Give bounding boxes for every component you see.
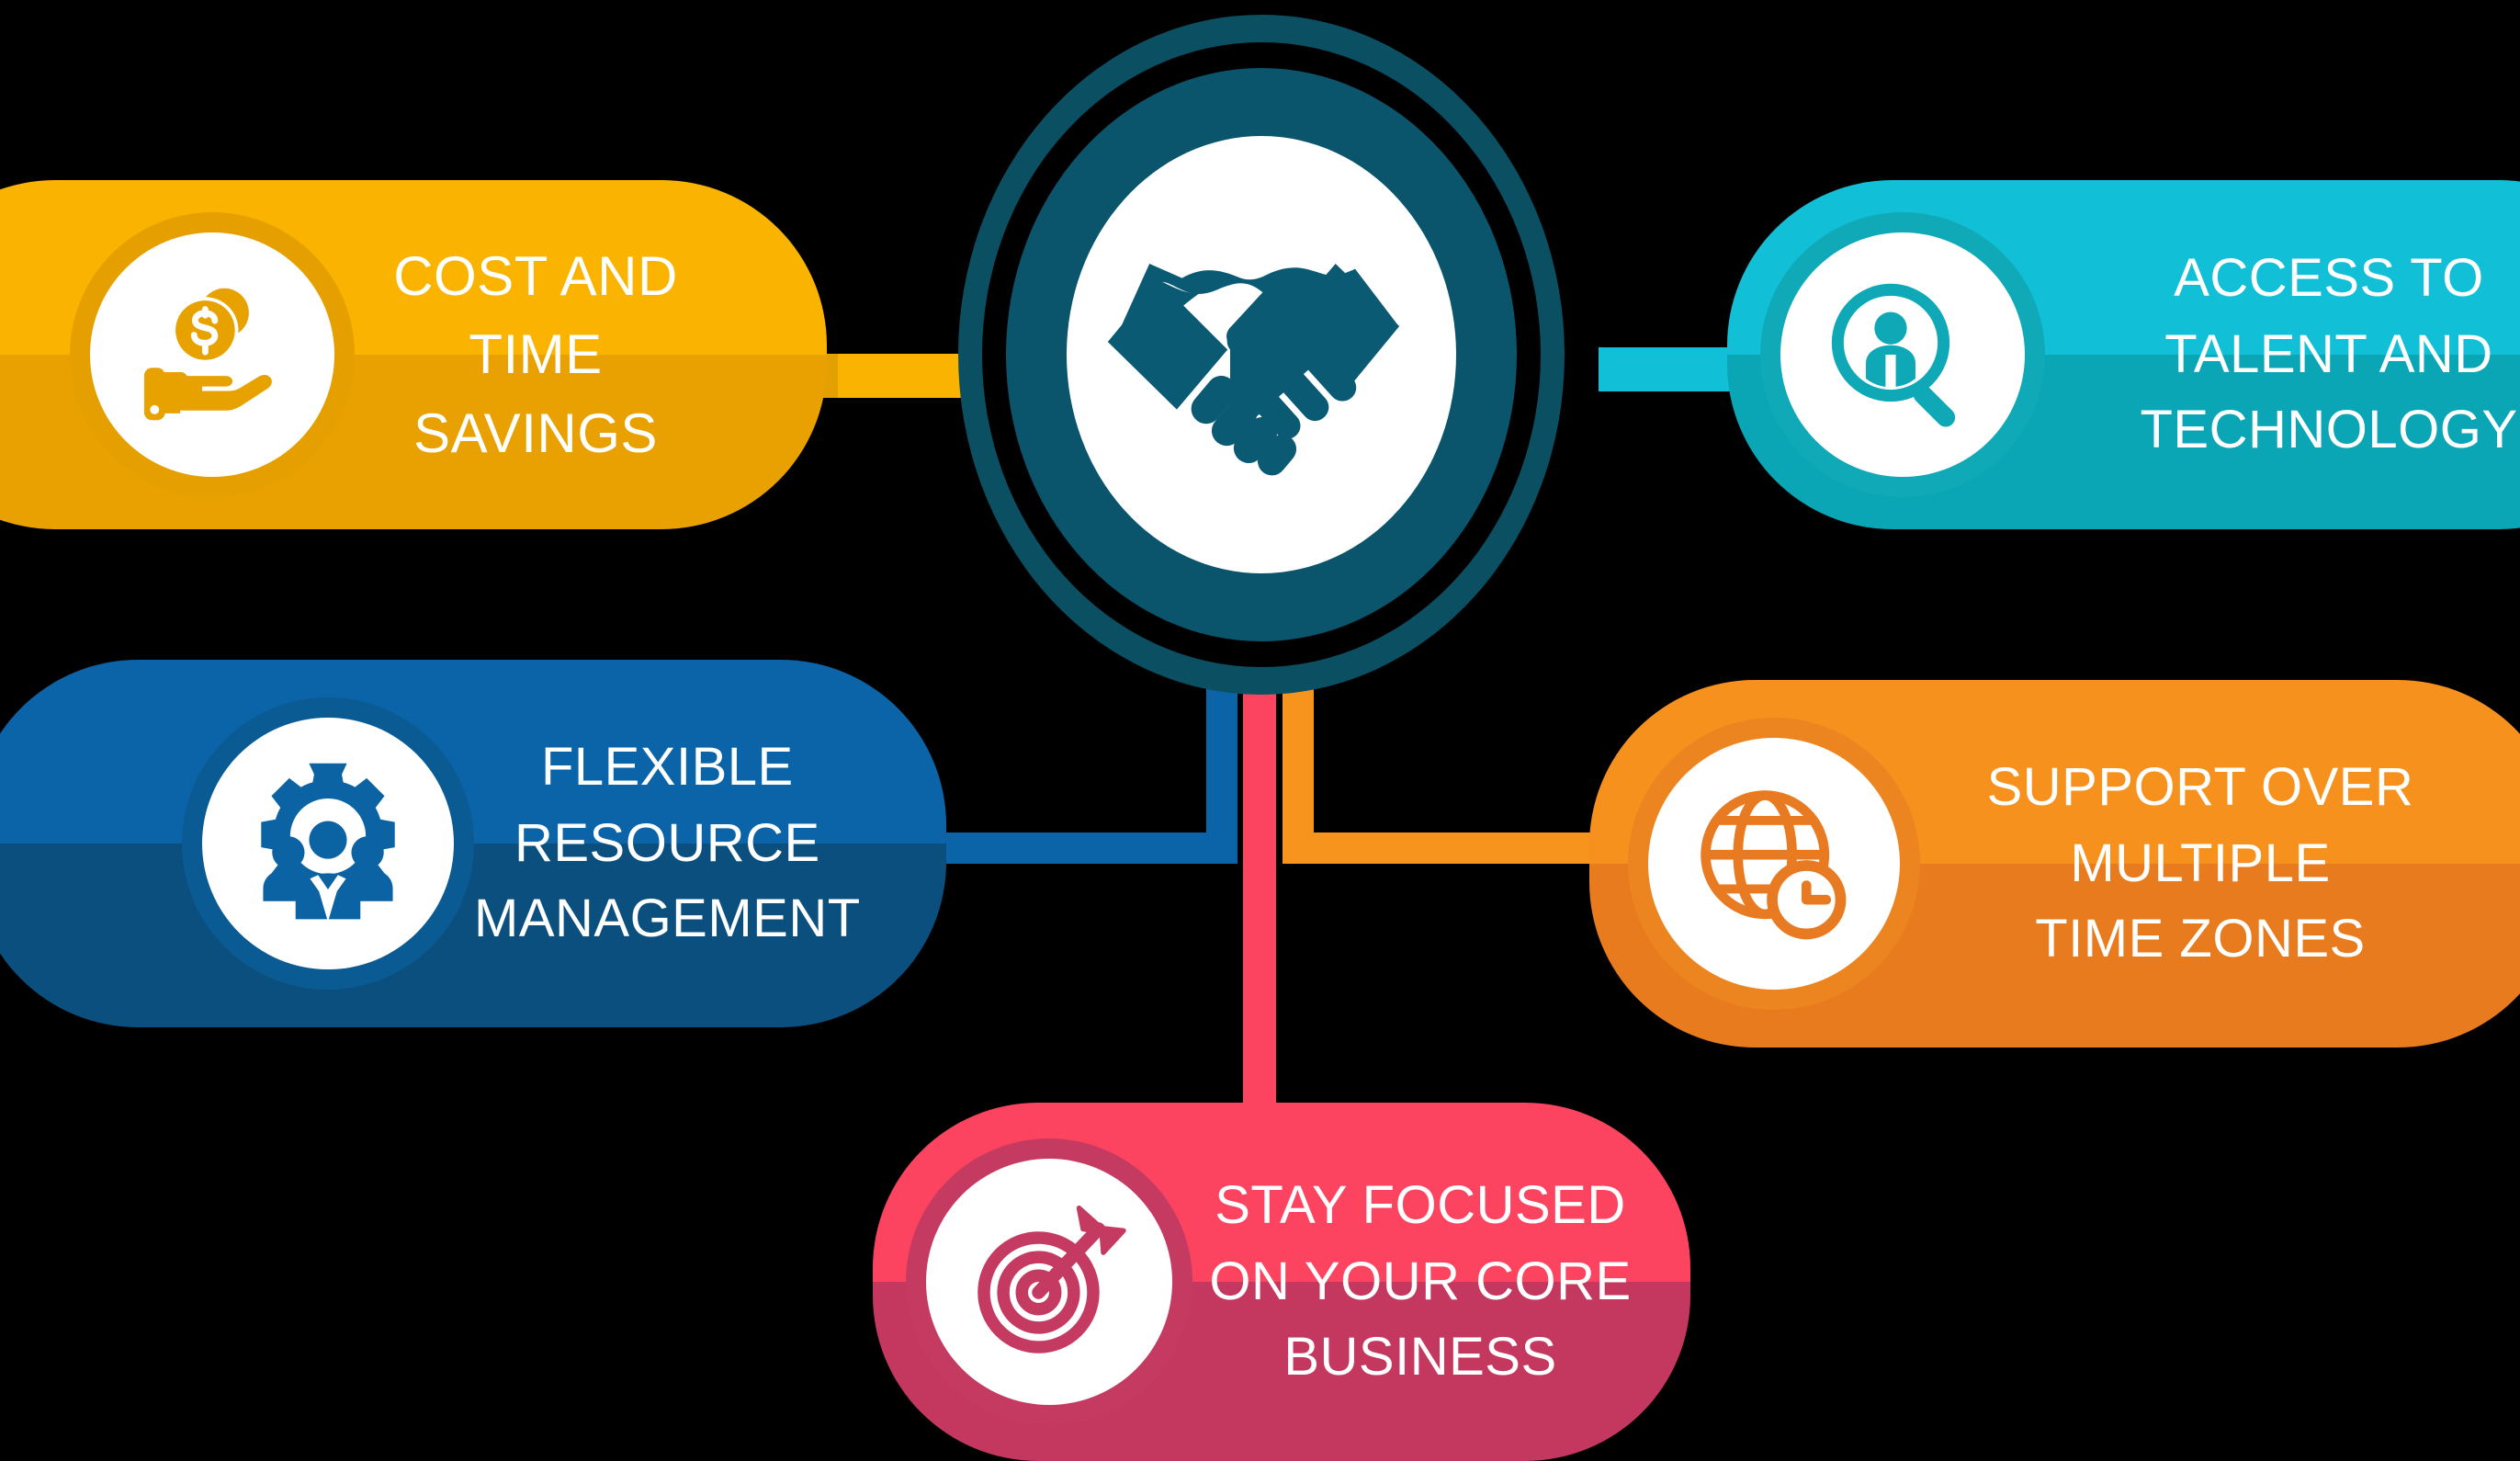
icon-badge-support-time-zones xyxy=(1628,718,1920,1010)
card-support-over-multiple-time-zones[interactable]: SUPPORT OVER MULTIPLE TIME ZONES xyxy=(1589,680,2520,1048)
card-label-flexible-resource: FLEXIBLE RESOURCE MANAGEMENT xyxy=(474,737,861,949)
icon-badge-flexible-resource xyxy=(182,697,474,990)
magnifier-person-icon xyxy=(1831,283,1956,427)
card-cost-and-time-savings[interactable]: COST AND TIME SAVINGS xyxy=(0,180,827,529)
center-hub[interactable] xyxy=(958,15,1565,695)
icon-badge-access-to-talent xyxy=(1760,212,2045,497)
card-access-to-talent-and-technology[interactable]: ACCESS TO TALENT AND TECHNOLOGY xyxy=(1727,180,2520,529)
card-label-support-time-zones: SUPPORT OVER MULTIPLE TIME ZONES xyxy=(1986,757,2414,969)
globe-clock-icon xyxy=(1701,790,1847,940)
card-label-stay-focused: STAY FOCUSED ON YOUR CORE BUSINESS xyxy=(1209,1175,1632,1387)
icon-badge-cost-and-time-savings xyxy=(70,212,355,497)
icon-disc xyxy=(1648,738,1900,990)
card-bottom-half xyxy=(0,844,946,1027)
target-dart-icon xyxy=(977,1205,1126,1353)
gear-people-icon xyxy=(261,763,395,923)
card-flexible-resource-management[interactable]: FLEXIBLE RESOURCE MANAGEMENT xyxy=(0,660,946,1027)
hand-holding-money-icon xyxy=(143,288,272,421)
card-stay-focused-on-your-core-business[interactable]: STAY FOCUSED ON YOUR CORE BUSINESS xyxy=(873,1103,1690,1461)
connector-flexible-resource-corner xyxy=(1206,832,1237,864)
icon-badge-stay-focused xyxy=(906,1138,1192,1425)
handshake-icon xyxy=(1107,264,1400,476)
card-label-cost-and-time-savings: COST AND TIME SAVINGS xyxy=(393,245,678,464)
connector-flexible-resource-horizontal xyxy=(919,832,1237,864)
card-top-half xyxy=(0,660,946,844)
card-label-access-to-talent: ACCESS TO TALENT AND TECHNOLOGY xyxy=(2140,248,2518,460)
connector-support-time-zones-horizontal xyxy=(1283,832,1604,864)
